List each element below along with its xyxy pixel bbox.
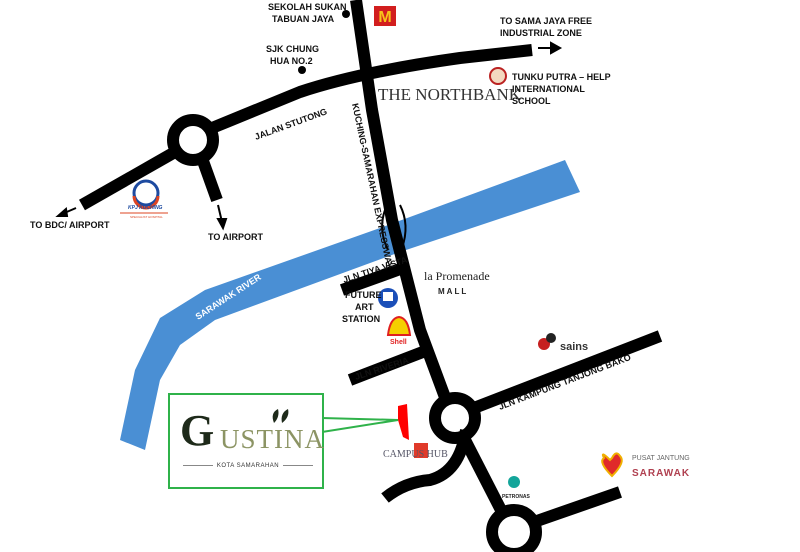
label-to-airport: TO AIRPORT [208, 232, 264, 242]
roundabout-samarahan [429, 392, 481, 444]
label-promenade-mall: MALL [438, 287, 468, 296]
label-riveria: JLN RIVERIA [354, 355, 411, 382]
roundabout-south [486, 504, 542, 552]
pusat-jantung-heart-icon [601, 452, 623, 478]
label-tunku: TUNKU PUTRA – HELP [512, 72, 611, 82]
petronas-icon [508, 476, 520, 488]
road-southeast [532, 486, 622, 528]
label-pusat-jantung: PUSAT JANTUNG [632, 455, 690, 462]
road-expressway-south [457, 433, 508, 515]
label-petronas: PETRONAS [502, 494, 530, 500]
label-tunku-2: INTERNATIONAL [512, 84, 585, 94]
shell-icon [386, 315, 412, 336]
label-kpj-sub: SPECIALIST HOSPITAL [130, 215, 163, 219]
label-pusat-jantung-2: SARAWAK [632, 468, 690, 479]
road-tiya-vista [339, 262, 406, 296]
label-campus-hub: CAMPUS HUB [383, 449, 448, 460]
bridge-icon [381, 204, 407, 251]
label-art-station: FUTURE [345, 290, 382, 300]
road-campus [381, 429, 472, 503]
road-tanjong-bako [471, 330, 663, 414]
school-dot-icon [342, 10, 350, 18]
leaf-icon [272, 409, 289, 423]
label-to-bdc: TO BDC/ AIRPORT [30, 220, 110, 230]
school-crest-icon [489, 67, 507, 85]
road-riveria [347, 344, 431, 386]
gustina-logo-name: USTINA [220, 424, 325, 454]
label-sjk: SJK CHUNG [266, 44, 319, 54]
project-location-marker[interactable] [398, 404, 409, 440]
label-promenade: la Promenade [424, 269, 490, 283]
label-tunku-3: SCHOOL [512, 96, 551, 106]
roundabout-stutong [167, 114, 219, 166]
callout-pointer [321, 417, 399, 433]
label-sains: sains [560, 341, 588, 353]
label-sama-jaya: TO SAMA JAYA FREE [500, 16, 592, 26]
road-to-bdc [79, 146, 178, 211]
project-callout: G USTINA KOTA SAMARAHAN [168, 393, 324, 489]
label-sama-jaya-2: INDUSTRIAL ZONE [500, 28, 582, 38]
label-kpj: KPJ KUCHING [128, 205, 163, 211]
road-to-airport [197, 158, 223, 203]
label-sjk-2: HUA NO.2 [270, 56, 313, 66]
direction-arrows [55, 41, 563, 231]
campus-hub-logo-icon [414, 443, 428, 458]
label-art-station-2: ART [355, 302, 374, 312]
label-shell: Shell [390, 339, 407, 346]
mcdonalds-logo: M [378, 9, 391, 26]
label-sekolah-2: TABUAN JAYA [272, 14, 335, 24]
label-sekolah: SEKOLAH SUKAN [268, 2, 347, 12]
mcdonalds-icon [374, 6, 396, 26]
kpj-logo-icon [132, 179, 160, 207]
label-tanjong-bako: JLN KAMPUNG TANJONG BAKO [497, 352, 632, 412]
label-northbank: THE NORTHBANK [378, 85, 522, 104]
gustina-logo-subtitle: KOTA SAMARAHAN [178, 463, 318, 469]
roads [79, 0, 663, 552]
label-art-station-3: STATION [342, 314, 380, 324]
sarawak-river [120, 160, 580, 450]
sjk-dot-icon [298, 66, 306, 74]
gustina-logo-initial: G [180, 406, 215, 455]
